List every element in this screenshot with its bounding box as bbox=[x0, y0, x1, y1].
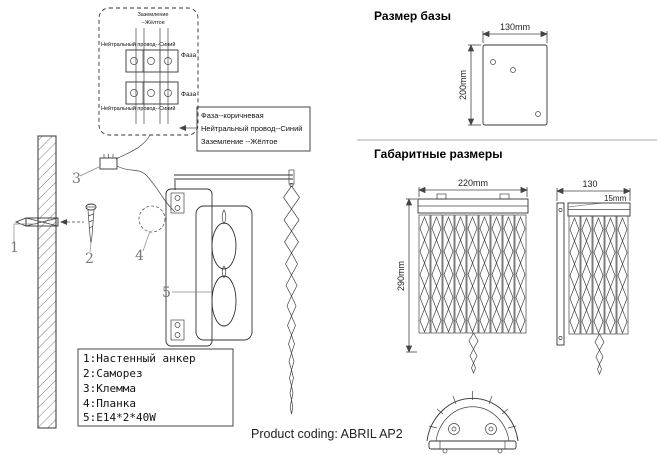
legend-item-1: 1:Настенный анкер bbox=[83, 352, 196, 365]
socket-left bbox=[448, 423, 460, 435]
front-view: 220mm 290mm bbox=[396, 178, 529, 374]
phase-label-top: Фаза bbox=[181, 52, 196, 59]
bulb-top bbox=[211, 209, 237, 270]
info-ground: Заземление --Жёлтое bbox=[201, 137, 278, 146]
legend-item-5: 5:E14*2*40W bbox=[83, 411, 156, 424]
callout-1: 1 bbox=[10, 240, 19, 256]
ground-note-line1: Заземление bbox=[137, 12, 168, 18]
supply-wire bbox=[99, 134, 176, 213]
lamp-housing bbox=[195, 205, 253, 341]
front-width-dim: 220mm bbox=[458, 178, 488, 188]
wire-color-info-box: Фаза--коричневая Нейтральный провод--Син… bbox=[179, 106, 311, 152]
neutral-wire-label-bottom: Нейтральный провод--Синий bbox=[101, 105, 175, 112]
wiring-diagram: Заземление --Жёлтое Нейтральный провод--… bbox=[98, 7, 199, 136]
legend-item-4: 4:Планка bbox=[83, 397, 136, 410]
keyhole-highlight bbox=[138, 205, 166, 233]
callouts: 1 2 3 4 5 bbox=[10, 166, 211, 301]
base-plate-view: 130mm 200mm bbox=[458, 22, 548, 126]
bottom-view bbox=[426, 391, 519, 454]
neutral-wire-label-top: Нейтральный провод--Синий bbox=[101, 41, 175, 48]
terminal-block-top bbox=[125, 49, 179, 73]
legend-item-2: 2:Саморез bbox=[83, 367, 143, 380]
crystal-strand bbox=[174, 169, 300, 415]
base-width-dim: 130mm bbox=[500, 22, 530, 32]
side-width-dim: 130 bbox=[582, 179, 597, 189]
overall-size-title: Габаритные размеры bbox=[374, 147, 502, 161]
phase-label-bottom: Фаза bbox=[181, 91, 196, 98]
callout-5: 5 bbox=[162, 285, 171, 301]
legend-item-3: 3:Клемма bbox=[83, 382, 136, 395]
plate-thickness-dim: 15mm bbox=[604, 194, 627, 203]
ground-note-line2: --Жёлтое bbox=[141, 20, 165, 26]
callout-2: 2 bbox=[85, 251, 94, 267]
info-phase: Фаза--коричневая bbox=[201, 111, 264, 120]
callout-3: 3 bbox=[72, 171, 81, 187]
product-coding: Product coding: ABRIL AP2 bbox=[251, 427, 403, 441]
insert-arrow bbox=[60, 219, 67, 225]
side-view: 130 15mm bbox=[556, 179, 631, 375]
base-height-dim: 200mm bbox=[458, 70, 468, 100]
bulb-bottom bbox=[211, 265, 237, 327]
mounting-plate bbox=[138, 188, 213, 347]
info-neutral: Нейтральный провод--Синий bbox=[201, 124, 302, 133]
wall-section bbox=[37, 135, 57, 429]
terminal-block-bottom bbox=[125, 81, 179, 105]
screw bbox=[85, 203, 97, 244]
socket-right bbox=[485, 423, 497, 435]
legend-box: 1:Настенный анкер 2:Саморез 3:Клемма 4:П… bbox=[77, 348, 234, 427]
callout-4: 4 bbox=[135, 248, 144, 264]
base-size-title: Размер базы bbox=[374, 9, 451, 23]
front-height-dim: 290mm bbox=[396, 261, 406, 291]
